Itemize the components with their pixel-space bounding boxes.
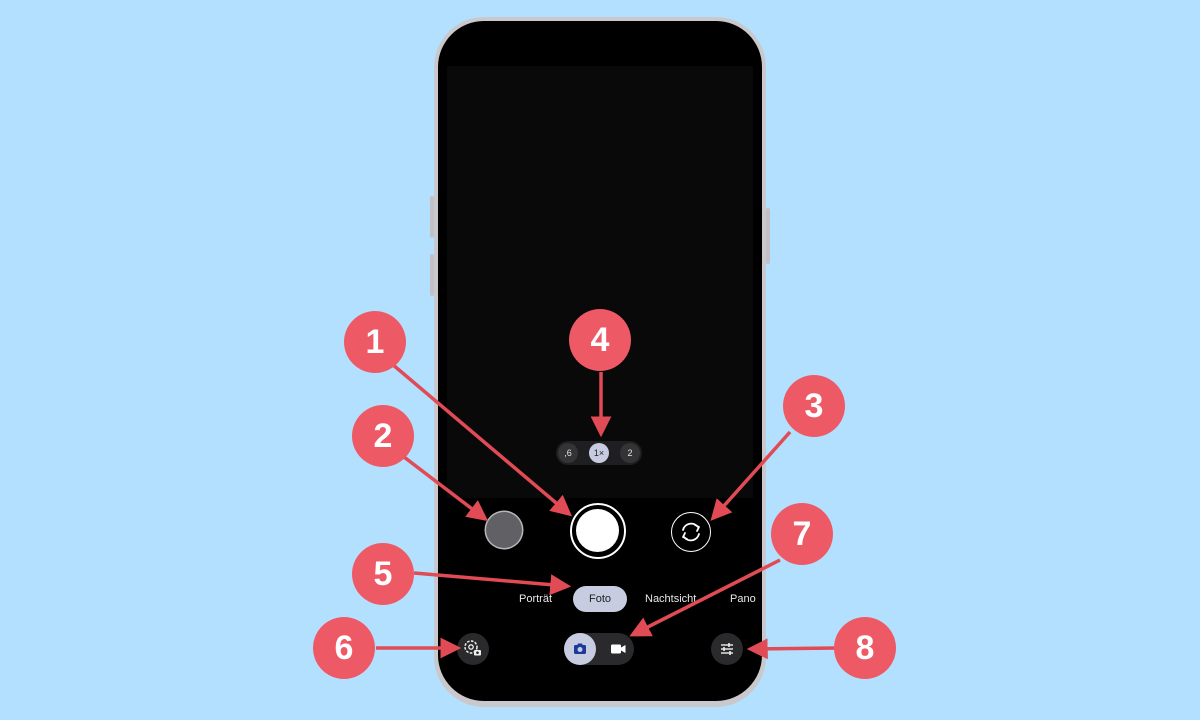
volume-button xyxy=(430,196,434,238)
callout-3: 3 xyxy=(783,375,845,437)
switch-camera-button[interactable] xyxy=(671,512,711,552)
gallery-thumbnail[interactable] xyxy=(486,512,522,548)
zoom-option-0-6[interactable]: ,6 xyxy=(558,443,578,463)
volume-button xyxy=(430,254,434,296)
callout-6: 6 xyxy=(313,617,375,679)
callout-2: 2 xyxy=(352,405,414,467)
camera-settings-button[interactable] xyxy=(457,633,489,665)
switch-camera-icon xyxy=(681,522,700,541)
power-button xyxy=(766,208,770,264)
viewfinder xyxy=(447,66,753,498)
video-mode-button[interactable] xyxy=(602,633,634,665)
callout-5: 5 xyxy=(352,543,414,605)
callout-7: 7 xyxy=(771,503,833,565)
callout-1: 1 xyxy=(344,311,406,373)
shutter-button[interactable] xyxy=(570,503,626,559)
photo-video-toggle xyxy=(564,633,634,665)
callout-4: 4 xyxy=(569,309,631,371)
mode-night-sight[interactable]: Nachtsicht xyxy=(645,593,697,605)
mode-photo[interactable]: Foto xyxy=(573,586,627,612)
sliders-icon xyxy=(721,643,733,655)
callout-8: 8 xyxy=(834,617,896,679)
camera-settings-gear-icon xyxy=(464,640,481,656)
camera-icon xyxy=(574,643,586,654)
zoom-option-2[interactable]: 2 xyxy=(620,443,640,463)
zoom-option-1x[interactable]: 1× xyxy=(589,443,609,463)
shutter-inner xyxy=(576,509,619,552)
video-camera-icon xyxy=(611,644,626,654)
photo-mode-button[interactable] xyxy=(564,633,596,665)
zoom-selector: ,6 1× 2 xyxy=(556,441,642,465)
mode-panorama[interactable]: Pano xyxy=(730,593,756,605)
adjustments-button[interactable] xyxy=(711,633,743,665)
mode-portrait[interactable]: Porträt xyxy=(519,593,553,605)
